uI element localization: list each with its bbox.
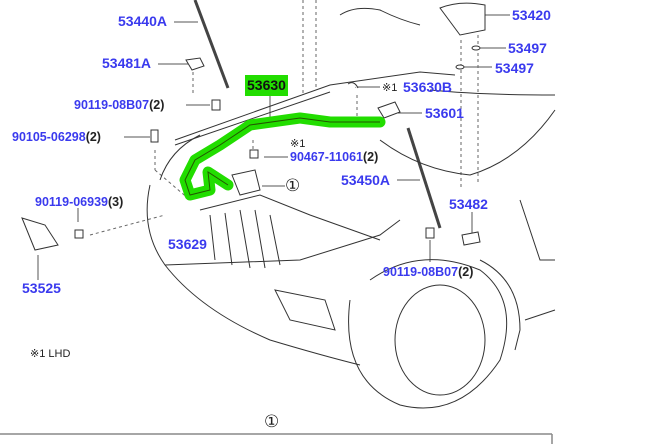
part-qty: (2) — [458, 265, 474, 279]
lhd-note-mark: ※1 — [290, 138, 306, 150]
part-label-53629[interactable]: 53629 — [168, 236, 207, 252]
callout-ref-1: ① — [285, 176, 301, 195]
part-label-53630B[interactable]: 53630B — [403, 79, 453, 95]
part-label-53601[interactable]: 53601 — [425, 105, 464, 121]
section-ref-1: ① — [264, 412, 280, 431]
part-label-53482[interactable]: 53482 — [449, 196, 488, 212]
part-label-53481A[interactable]: 53481A — [102, 55, 152, 71]
part-label-90467-11061[interactable]: 90467-11061(2) — [290, 149, 378, 165]
section-frame — [0, 433, 553, 444]
vehicle-outline — [146, 7, 556, 409]
part-number: 90105-06298 — [12, 130, 86, 144]
hood-struts — [193, 0, 442, 229]
part-qty: (2) — [85, 130, 101, 144]
part-label-53497[interactable]: 53497 — [508, 40, 547, 56]
part-number: 90119-08B07 — [383, 265, 459, 279]
part-number: 90119-08B07 — [74, 98, 150, 112]
leader-lines — [37, 14, 510, 280]
part-number: 90119-06939 — [35, 195, 108, 209]
part-qty: (2) — [149, 98, 165, 112]
part-number: 90467-11061 — [290, 150, 363, 164]
part-label-90105-06298[interactable]: 90105-06298(2) — [12, 129, 101, 145]
part-label-90119-08B07[interactable]: 90119-08B07(2) — [74, 97, 164, 113]
part-label-53525[interactable]: 53525 — [22, 280, 61, 296]
footnote-lhd: ※1 LHD — [30, 348, 71, 360]
part-label-53450A[interactable]: 53450A — [341, 172, 391, 188]
lhd-note-mark: ※1 — [382, 82, 398, 94]
part-label-53630-highlighted[interactable]: 53630 — [245, 75, 288, 96]
part-label-53420[interactable]: 53420 — [512, 7, 551, 23]
part-label-90119-08B07[interactable]: 90119-08B07(2) — [383, 264, 473, 280]
small-parts — [21, 2, 486, 251]
part-label-53440A[interactable]: 53440A — [118, 13, 168, 29]
part-label-53497[interactable]: 53497 — [495, 60, 534, 76]
part-label-90119-06939[interactable]: 90119-06939(3) — [35, 194, 123, 210]
part-qty: (2) — [363, 150, 379, 164]
part-qty: (3) — [108, 195, 124, 209]
